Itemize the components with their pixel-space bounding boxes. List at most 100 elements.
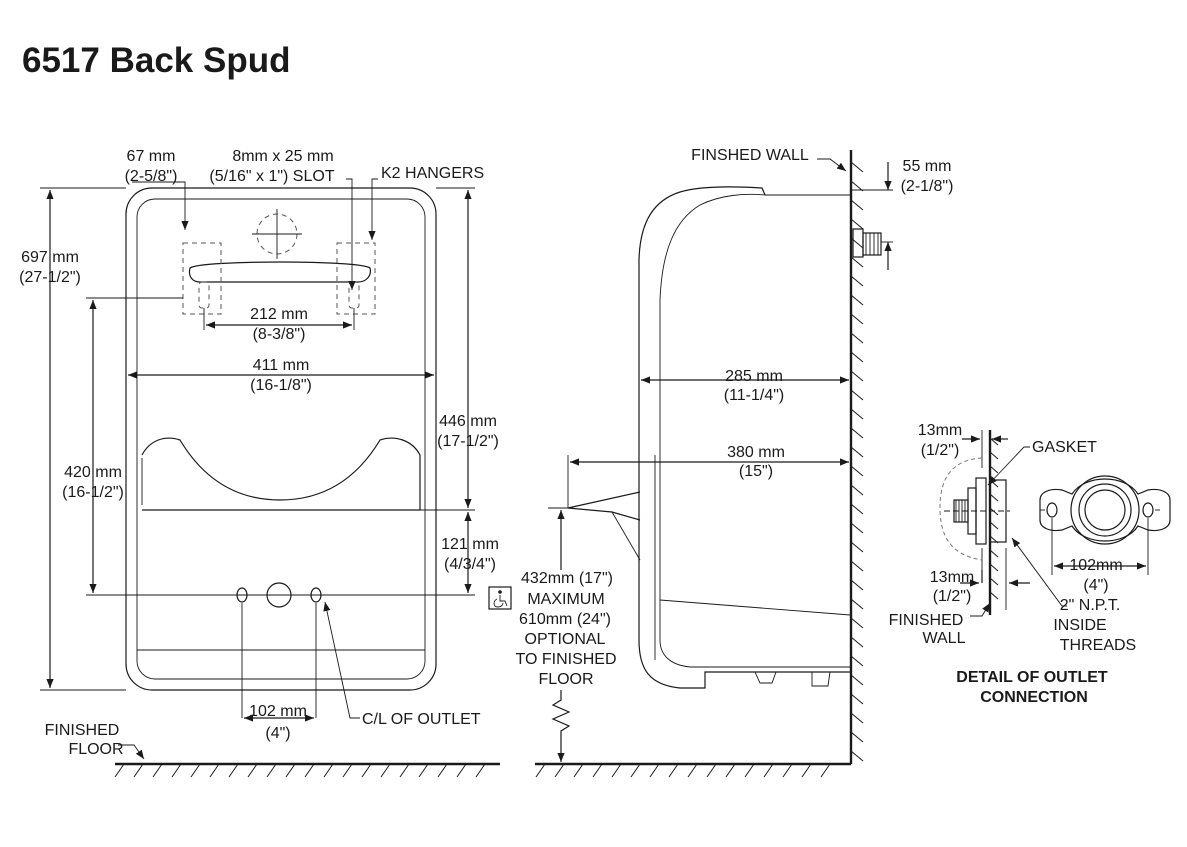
hanger-spacing-mm: 212 mm xyxy=(250,306,308,323)
hatch-mark xyxy=(801,763,812,778)
hatch-mark xyxy=(380,763,391,778)
hatch-mark xyxy=(304,763,315,778)
side-floor-hatch xyxy=(535,763,831,778)
hatch-mark xyxy=(989,465,999,474)
hatch-mark xyxy=(850,332,864,344)
hatch-mark xyxy=(850,370,864,382)
outlet-offset-in: (4/3/4") xyxy=(444,556,496,573)
hatch-mark xyxy=(399,763,410,778)
side-view: FINSHED WALL 55 mm (2-1/8") 285 mm (11-1… xyxy=(488,147,954,778)
hatch-mark xyxy=(437,763,448,778)
hatch-mark xyxy=(592,763,603,778)
hatch-mark xyxy=(850,199,864,211)
note-line5: TO FINISHED xyxy=(515,651,616,668)
hatch-mark xyxy=(228,763,239,778)
hatch-mark xyxy=(456,763,467,778)
hatch-mark xyxy=(850,674,864,686)
spud-mm: 55 mm xyxy=(903,158,952,175)
hatch-mark xyxy=(850,617,864,629)
hatch-mark xyxy=(850,579,864,591)
hatch-mark xyxy=(850,731,864,743)
hatch-mark xyxy=(989,451,999,460)
upper-in: (17-1/2") xyxy=(437,433,499,450)
urinal-outer-outline xyxy=(125,187,437,691)
hatch-mark xyxy=(171,763,182,778)
hatch-mark xyxy=(850,275,864,287)
spud-fitting xyxy=(852,228,864,258)
hatch-mark xyxy=(554,763,565,778)
hatch-mark xyxy=(475,763,486,778)
hatch-mark xyxy=(989,577,999,586)
left-hanger-outline xyxy=(182,242,222,315)
hatch-mark xyxy=(535,763,546,778)
wall-label: FINSHED WALL xyxy=(691,147,809,164)
hatch-mark xyxy=(850,712,864,724)
gasket-label: GASKET xyxy=(1032,439,1097,456)
outlet-flange xyxy=(1039,478,1171,542)
detail-caption-line1: DETAIL OF OUTLET xyxy=(956,669,1108,686)
hatch-mark xyxy=(850,598,864,610)
wall-hatch xyxy=(850,161,864,762)
hatch-mark xyxy=(850,541,864,553)
lip-depth-mm: 380 mm xyxy=(727,444,785,461)
slot-mm: 8mm x 25 mm xyxy=(232,148,333,165)
hatch-mark xyxy=(989,549,999,558)
detail-top-in: (1/2") xyxy=(921,442,960,459)
hatch-mark xyxy=(725,763,736,778)
hatch-mark xyxy=(342,763,353,778)
hatch-mark xyxy=(782,763,793,778)
hanger-width-in: (2-5/8") xyxy=(125,168,178,185)
hatch-mark xyxy=(850,389,864,401)
hatch-mark xyxy=(323,763,334,778)
hatch-mark xyxy=(989,591,999,600)
hatch-mark xyxy=(114,763,125,778)
hatch-mark xyxy=(850,693,864,705)
hatch-mark xyxy=(850,465,864,477)
hatch-mark xyxy=(989,493,999,502)
floor-label-line1: FINISHED xyxy=(45,722,120,739)
bowl-outline xyxy=(141,437,421,511)
hatch-mark xyxy=(763,763,774,778)
note-line2: MAXIMUM xyxy=(527,591,604,608)
outlet-spacing-in: (4") xyxy=(265,725,290,742)
hatch-mark xyxy=(850,408,864,420)
k2-hangers-label: K2 HANGERS xyxy=(381,165,484,182)
hatch-mark xyxy=(850,180,864,192)
hatch-mark xyxy=(850,256,864,268)
page-title: 6517 Back Spud xyxy=(22,41,290,80)
note-line4: OPTIONAL xyxy=(525,631,606,648)
right-hanger-outline xyxy=(336,242,376,315)
hatch-mark xyxy=(285,763,296,778)
hatch-mark xyxy=(744,763,755,778)
hatch-mark xyxy=(850,294,864,306)
spud-in: (2-1/8") xyxy=(901,178,954,195)
hatch-mark xyxy=(850,351,864,363)
flange-mm: 102mm xyxy=(1069,557,1122,574)
detail-wall-line2: WALL xyxy=(923,630,966,647)
hatch-mark xyxy=(649,763,660,778)
hatch-mark xyxy=(850,446,864,458)
hatch-mark xyxy=(850,218,864,230)
hatch-mark xyxy=(152,763,163,778)
hatch-mark xyxy=(820,763,831,778)
hatch-mark xyxy=(850,161,864,173)
hatch-mark xyxy=(850,313,864,325)
urinal-inner-outline xyxy=(136,198,426,680)
note-line1: 432mm (17") xyxy=(521,570,613,587)
hatch-mark xyxy=(573,763,584,778)
outlet-offset-mm: 121 mm xyxy=(441,536,499,553)
hatch-mark xyxy=(687,763,698,778)
hatch-mark xyxy=(850,522,864,534)
hatch-mark xyxy=(630,763,641,778)
centerline-label: C/L OF OUTLET xyxy=(362,711,481,728)
detail-bottom-in: (1/2") xyxy=(933,588,972,605)
hatch-mark xyxy=(190,763,201,778)
flange-in: (4") xyxy=(1083,577,1108,594)
thread-line2: INSIDE xyxy=(1053,617,1106,634)
width-in: (16-1/8") xyxy=(250,377,312,394)
depth-mm: 285 mm xyxy=(725,368,783,385)
hatch-mark xyxy=(850,503,864,515)
detail-top-mm: 13mm xyxy=(918,422,962,439)
hatch-mark xyxy=(989,563,999,572)
front-view: 67 mm (2-5/8") 8mm x 25 mm (5/16" x 1") … xyxy=(19,148,500,778)
